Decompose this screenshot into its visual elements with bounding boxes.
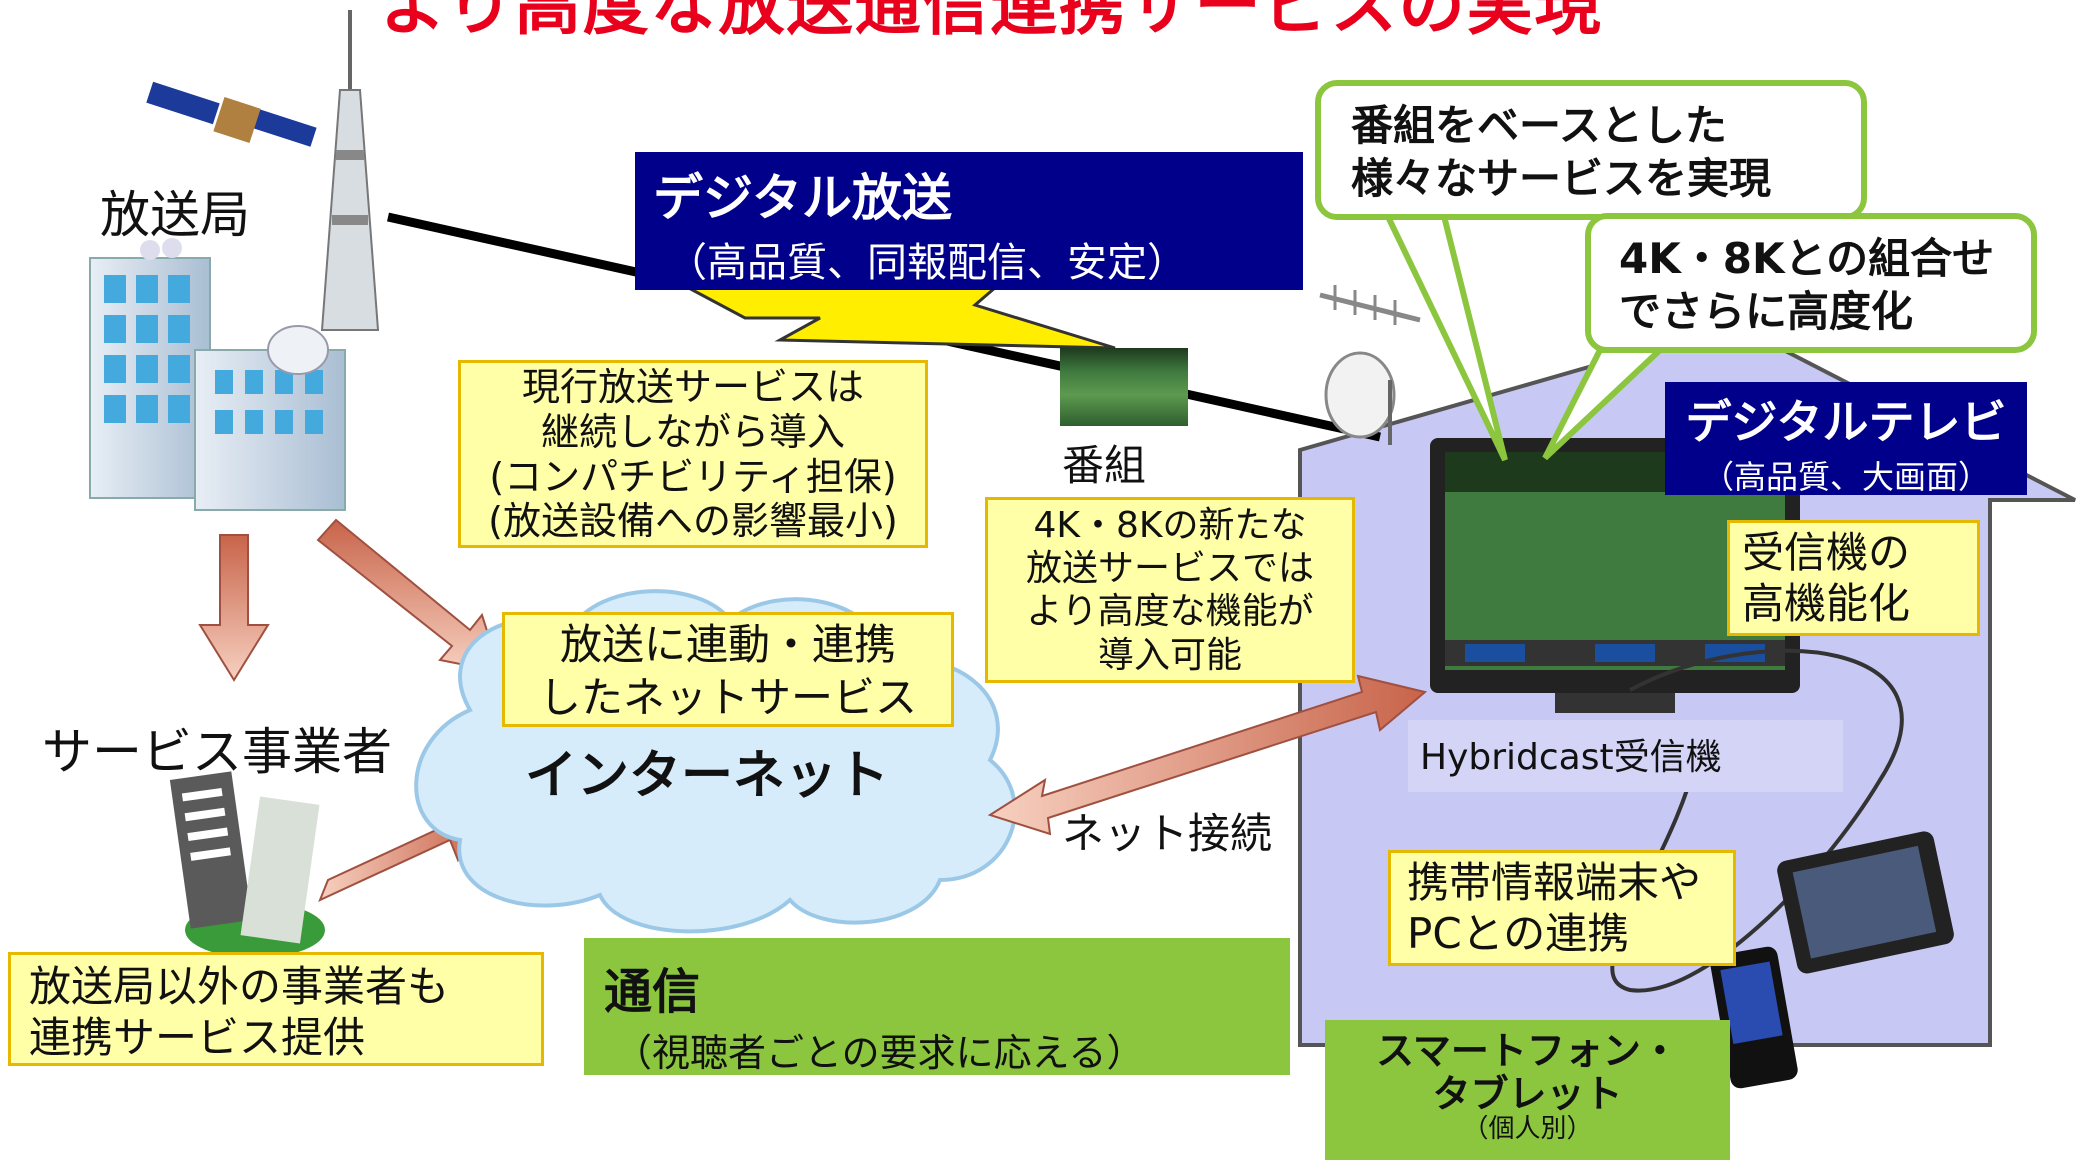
mobile-link-line-1: 携帯情報端末や <box>1407 858 1702 907</box>
smartphone-line-2: タブレット <box>1432 1071 1623 1116</box>
compat-line-3: (コンパチビリティ担保) <box>489 454 897 499</box>
bubble-program-services: 番組をベースとした 様々なサービスを実現 <box>1315 80 1867 220</box>
receiver-upgrade-line-1: 受信機の <box>1742 528 1911 577</box>
satellite-icon <box>146 81 317 147</box>
linked-net-service-note: 放送に連動・連携 したネットサービス <box>502 612 954 727</box>
digital-broadcast-title: デジタル放送 <box>653 169 952 227</box>
digital-broadcast-box: デジタル放送 （高品質、同報配信、安定） <box>635 152 1303 290</box>
broadcaster-label: 放送局 <box>100 186 250 244</box>
digital-tv-subtitle: （高品質、大画面） <box>1701 458 1990 496</box>
compatibility-note: 現行放送サービスは 継続しながら導入 (コンパチビリティ担保) (放送設備への影… <box>458 360 928 548</box>
bubble-program-line-1: 番組をベースとした <box>1351 101 1727 150</box>
digital-broadcast-subtitle: （高品質、同報配信、安定） <box>667 240 1187 286</box>
internet-label: インターネット <box>525 746 890 806</box>
receiver-upgrade-line-2: 高機能化 <box>1742 579 1911 629</box>
hybridcast-receiver-label: Hybridcast受信機 <box>1408 720 1843 792</box>
other-providers-note: 放送局以外の事業者も 連携サービス提供 <box>8 952 544 1066</box>
advanced-feature-note: 4K・8Kの新たな 放送サービスでは より高度な機能が 導入可能 <box>985 497 1355 683</box>
digital-tv-title: デジタルテレビ <box>1685 395 2007 449</box>
smartphone-icon <box>1710 946 1798 1089</box>
program-thumbnail <box>1060 348 1188 426</box>
net-connection-label: ネット接続 <box>1062 809 1273 858</box>
mobile-link-line-2: PCとの連携 <box>1407 909 1630 959</box>
communication-subtitle: （視聴者ごとの要求に応える） <box>614 1031 1145 1075</box>
bubble-4k8k-line-2: でさらに高度化 <box>1619 286 1914 336</box>
digital-tv-box: デジタルテレビ （高品質、大画面） <box>1665 382 2027 496</box>
smartphone-line-1: スマートフォン・ <box>1376 1029 1679 1073</box>
arrow-to-service-provider <box>198 534 270 682</box>
service-provider-label: サービス事業者 <box>42 723 392 781</box>
broadcaster-building-icon <box>89 238 346 511</box>
program-label: 番組 <box>1062 441 1147 490</box>
mobile-link-note: 携帯情報端末や PCとの連携 <box>1388 850 1736 966</box>
communication-title: 通信 <box>604 964 701 1020</box>
broadcast-tower-icon <box>320 10 380 331</box>
advanced-line-1: 4K・8Kの新たな <box>1033 505 1307 546</box>
communication-box: 通信 （視聴者ごとの要求に応える） <box>584 938 1290 1075</box>
linked-line-2: したネットサービス <box>538 672 917 722</box>
tablet-icon <box>1777 831 1954 974</box>
receiver-upgrade-note: 受信機の 高機能化 <box>1727 520 1980 636</box>
page-title: より高度な放送通信連携サービスの実現 <box>380 0 1603 44</box>
bubble-4k8k-line-1: 4K・8Kとの組合せ <box>1619 234 1995 283</box>
advanced-line-2: 放送サービスでは <box>1025 548 1314 590</box>
service-provider-buildings-icon <box>169 771 325 958</box>
other-providers-line-2: 連携サービス提供 <box>29 1013 366 1063</box>
advanced-line-3: より高度な機能が <box>1026 591 1314 633</box>
antenna-icon <box>1319 285 1421 445</box>
net-connection-arrow <box>987 674 1428 836</box>
other-providers-line-1: 放送局以外の事業者も <box>29 962 450 1011</box>
smartphone-tablet-box: スマートフォン・ タブレット （個人別） <box>1325 1020 1730 1160</box>
smartphone-line-3: （個人別） <box>1462 1114 1593 1145</box>
bubble-4k8k: 4K・8Kとの組合せ でさらに高度化 <box>1585 213 2037 353</box>
bubble-program-line-2: 様々なサービスを実現 <box>1351 153 1772 203</box>
linked-line-1: 放送に連動・連携 <box>559 620 896 669</box>
compat-line-2: 継続しながら導入 <box>540 409 845 454</box>
compat-line-4: (放送設備への影響最小) <box>488 499 898 544</box>
advanced-line-4: 導入可能 <box>1097 634 1242 676</box>
compat-line-1: 現行放送サービスは <box>521 365 864 409</box>
